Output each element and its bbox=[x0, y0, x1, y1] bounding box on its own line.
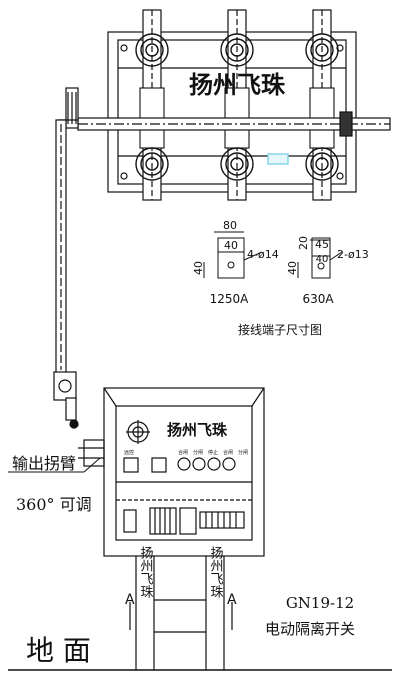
indicator-label-4: 合闸 bbox=[223, 449, 233, 456]
terminal-1250 bbox=[203, 231, 263, 279]
cabinet-logo-icon bbox=[126, 420, 150, 444]
t630-offset: 40 bbox=[316, 254, 329, 265]
t1250-rating: 1250A bbox=[210, 292, 250, 306]
remote-switch bbox=[123, 457, 139, 473]
t630-hole: 2-ø13 bbox=[337, 248, 369, 261]
control-cabinet bbox=[78, 387, 265, 557]
operating-rod bbox=[53, 87, 79, 429]
output-arm-callout bbox=[8, 457, 101, 473]
indicator-label-3: 停止 bbox=[208, 449, 218, 456]
insulator-row-bottom bbox=[135, 147, 339, 181]
terminal-caption: 接线端子尺寸图 bbox=[238, 322, 322, 337]
adjust-label: 360° 可调 bbox=[16, 495, 92, 514]
post-brand-left: 扬州飞珠 bbox=[138, 546, 154, 598]
breaker-module bbox=[123, 509, 137, 533]
model-label: GN19-12 bbox=[286, 594, 354, 612]
indicator-labels: 远控 合闸 分闸 停止 合闸 分闸 bbox=[124, 449, 248, 456]
product-name: 电动隔离开关 bbox=[265, 620, 355, 638]
indicator-label-1: 合闸 bbox=[178, 449, 188, 456]
ground-label: 地 面 bbox=[26, 634, 91, 667]
operating-shaft bbox=[77, 111, 391, 137]
terminal-630 bbox=[297, 237, 343, 279]
cabinet-inner bbox=[115, 405, 253, 541]
t630-height: 40 bbox=[286, 261, 299, 275]
indicator-label-0: 远控 bbox=[124, 449, 134, 456]
shaft-indicator bbox=[267, 153, 289, 165]
t630-width: 45 bbox=[315, 238, 329, 251]
switch-brand: 扬州飞珠 bbox=[189, 71, 286, 99]
indicator-label-5: 分闸 bbox=[238, 449, 248, 456]
t630-rating: 630A bbox=[302, 292, 334, 306]
selector bbox=[151, 457, 167, 473]
indicator-lamps bbox=[177, 457, 236, 471]
t1250-offset: 40 bbox=[224, 239, 238, 252]
cabinet-outer bbox=[103, 387, 265, 557]
post-brand-right: 扬州飞珠 bbox=[208, 546, 224, 598]
frame-bolts bbox=[120, 44, 344, 180]
t1250-hole: 4-ø14 bbox=[247, 248, 279, 261]
insulator-row-top bbox=[135, 33, 339, 67]
t1250-width: 80 bbox=[223, 219, 237, 232]
support-posts bbox=[129, 556, 233, 670]
t630-top: 20 bbox=[297, 236, 310, 250]
terminal-strip bbox=[199, 511, 245, 529]
t1250-height: 40 bbox=[192, 261, 205, 275]
indicator-label-2: 分闸 bbox=[193, 449, 203, 456]
isolating-switch bbox=[77, 9, 391, 201]
section-mark-right: A bbox=[227, 592, 237, 608]
section-mark-left: A bbox=[125, 592, 135, 608]
cabinet-brand: 扬州飞珠 bbox=[167, 421, 228, 439]
output-arm-label: 输出拐臂 bbox=[12, 454, 76, 473]
